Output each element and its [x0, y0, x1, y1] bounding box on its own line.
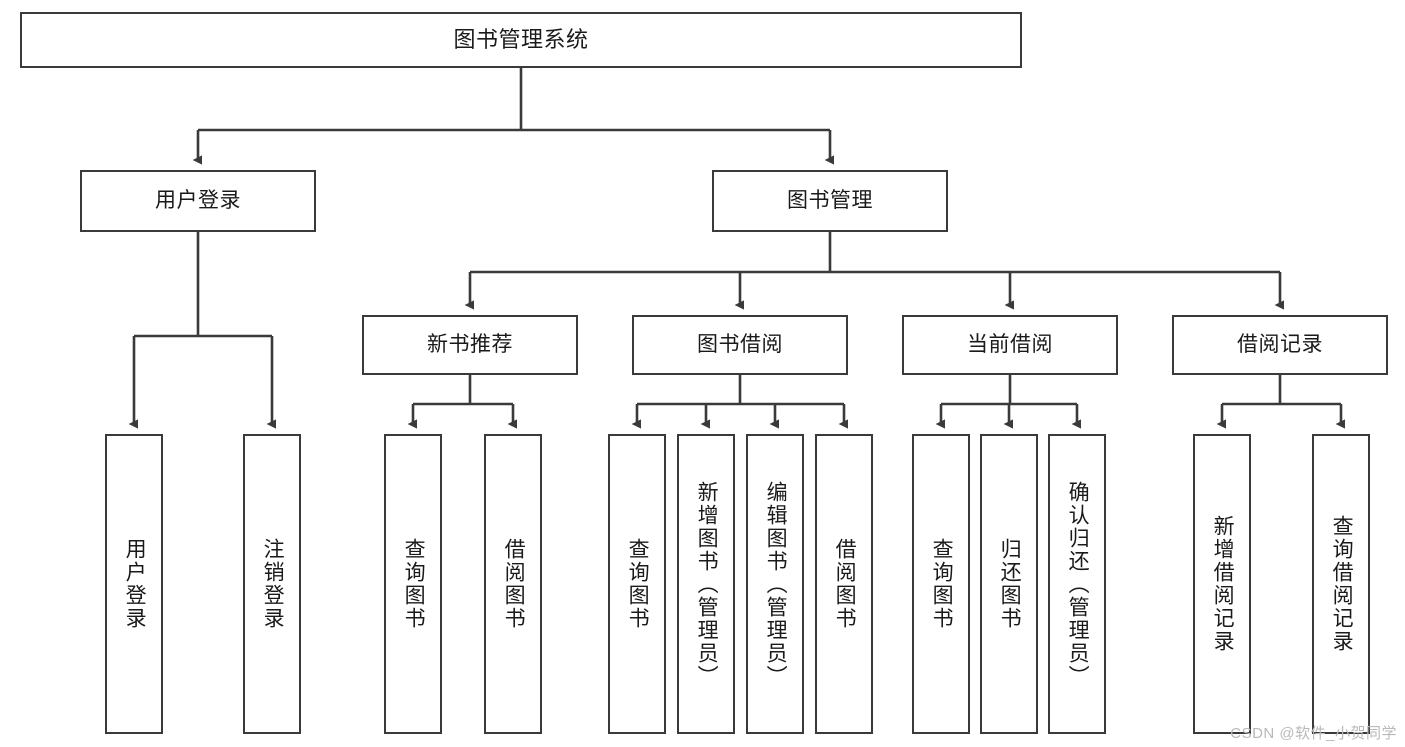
node-leaf-borrow-book[interactable]: 借阅图书 — [815, 434, 873, 734]
node-leaf-edit-book[interactable]: 编辑图书（管理员） — [746, 434, 804, 734]
node-book-borrow[interactable]: 图书借阅 — [632, 315, 848, 375]
node-borrow-record[interactable]: 借阅记录 — [1172, 315, 1388, 375]
node-label: 当前借阅 — [967, 332, 1053, 356]
node-root-book-management-system[interactable]: 图书管理系统 — [20, 12, 1022, 68]
node-label: 借阅图书 — [833, 538, 857, 630]
node-label: 新增图书（管理员） — [695, 480, 719, 688]
node-user-login[interactable]: 用户登录 — [80, 170, 316, 232]
node-label: 查询借阅记录 — [1330, 515, 1354, 653]
node-leaf-user-login[interactable]: 用户登录 — [105, 434, 163, 734]
node-label: 注销登录 — [261, 538, 285, 630]
csdn-watermark: CSDN @软件_小贺同学 — [1230, 725, 1397, 742]
node-label: 归还图书 — [998, 538, 1022, 630]
node-label: 用户登录 — [123, 538, 147, 630]
node-label: 图书借阅 — [697, 332, 783, 356]
node-leaf-confirm-return[interactable]: 确认归还（管理员） — [1048, 434, 1106, 734]
node-leaf-add-borrow-record[interactable]: 新增借阅记录 — [1193, 434, 1251, 734]
node-label: 确认归还（管理员） — [1066, 480, 1090, 688]
node-leaf-add-book[interactable]: 新增图书（管理员） — [677, 434, 735, 734]
node-label: 用户登录 — [155, 188, 241, 212]
node-leaf-query-book-recommend[interactable]: 查询图书 — [384, 434, 442, 734]
node-label: 图书管理系统 — [453, 27, 589, 53]
node-leaf-return-book[interactable]: 归还图书 — [980, 434, 1038, 734]
node-leaf-borrow-book-recommend[interactable]: 借阅图书 — [484, 434, 542, 734]
node-label: 查询图书 — [402, 538, 426, 630]
node-label: 图书管理 — [787, 188, 873, 212]
node-label: 查询图书 — [626, 538, 650, 630]
node-leaf-query-borrow-record[interactable]: 查询借阅记录 — [1312, 434, 1370, 734]
node-new-book-recommend[interactable]: 新书推荐 — [362, 315, 578, 375]
node-leaf-query-book-current[interactable]: 查询图书 — [912, 434, 970, 734]
node-leaf-query-book-borrow[interactable]: 查询图书 — [608, 434, 666, 734]
node-label: 借阅记录 — [1237, 332, 1323, 356]
node-label: 新书推荐 — [427, 332, 513, 356]
node-leaf-logout-login[interactable]: 注销登录 — [243, 434, 301, 734]
node-label: 借阅图书 — [502, 538, 526, 630]
node-book-management[interactable]: 图书管理 — [712, 170, 948, 232]
node-label: 编辑图书（管理员） — [764, 480, 788, 688]
node-current-borrow[interactable]: 当前借阅 — [902, 315, 1118, 375]
node-label: 查询图书 — [930, 538, 954, 630]
node-label: 新增借阅记录 — [1211, 515, 1235, 653]
